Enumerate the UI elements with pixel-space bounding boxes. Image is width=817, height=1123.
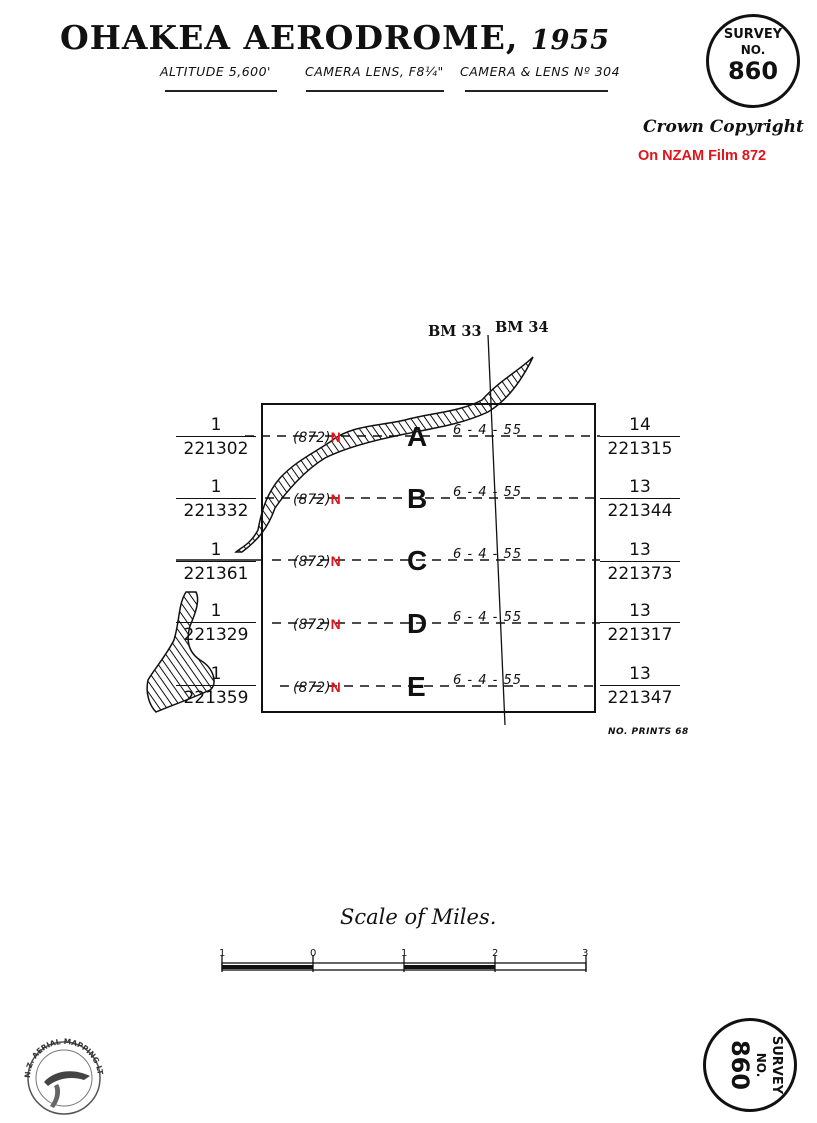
- run-row-d: (872)N D 6 - 4 - 55: [263, 608, 594, 639]
- run-date: 6 - 4 - 55: [453, 610, 522, 625]
- film-prefix: (872): [293, 492, 331, 508]
- film-prefix: (872): [293, 554, 331, 570]
- run-letter: D: [407, 608, 428, 639]
- frame-number: 221315: [607, 439, 673, 459]
- survey-badge-label: SURVEY: [769, 1035, 784, 1095]
- map-title: OHAKEA AERODROME, 1955: [60, 18, 610, 57]
- frame-count: 13: [600, 601, 680, 623]
- map-title-comma: ,: [505, 18, 519, 57]
- frame-number: 221361: [183, 564, 249, 584]
- benchmark-right: BM 34: [495, 319, 549, 336]
- frame-number: 221359: [183, 688, 249, 708]
- frame-number: 221347: [607, 688, 673, 708]
- run-letter: B: [407, 483, 428, 514]
- film-marker: N: [330, 429, 341, 445]
- film-label: (872)N: [293, 491, 341, 508]
- frame-number: 221373: [607, 564, 673, 584]
- run-letter: E: [407, 671, 426, 702]
- scale-bar: [221, 955, 587, 972]
- survey-badge-label: SURVEY: [723, 27, 783, 42]
- frame-number: 221317: [607, 625, 673, 645]
- survey-badge-number: 860: [726, 1039, 754, 1091]
- film-label: (872)N: [293, 429, 341, 446]
- survey-badge-bottom: SURVEY NO. 860: [703, 1018, 797, 1112]
- film-label: (872)N: [293, 553, 341, 570]
- benchmark-left: BM 33: [428, 323, 482, 340]
- frame-number: 221302: [183, 439, 249, 459]
- run-date: 6 - 4 - 55: [453, 547, 522, 562]
- prints-count: NO. PRINTS 68: [608, 727, 689, 737]
- run-date: 6 - 4 - 55: [453, 423, 522, 438]
- run-date: 6 - 4 - 55: [453, 485, 522, 500]
- map-title-year: 1955: [530, 25, 611, 56]
- film-note: On NZAM Film 872: [638, 148, 767, 164]
- scale-label: 0: [310, 948, 317, 959]
- scale-label: 1: [219, 948, 226, 959]
- film-marker: N: [330, 679, 341, 695]
- coastline-hatch: [234, 356, 534, 553]
- lens-underline: [306, 90, 444, 92]
- shore-hatch: [146, 591, 215, 713]
- survey-badge-number: 860: [727, 57, 779, 85]
- aerial-mapping-logo: N.Z. AERIAL MAPPING LTD: [14, 1030, 105, 1115]
- run-letter: C: [407, 545, 428, 576]
- frame-count: 13: [600, 540, 680, 562]
- film-marker: N: [330, 491, 341, 507]
- flight-lines: [245, 435, 600, 687]
- frame-count: 1: [176, 664, 256, 686]
- camera-underline: [465, 90, 608, 92]
- run-date: 6 - 4 - 55: [453, 673, 522, 688]
- frame-number: 221344: [607, 501, 673, 521]
- frame-count: 13: [600, 477, 680, 499]
- frame-count: 1: [176, 415, 256, 437]
- scale-label: 2: [492, 948, 499, 959]
- film-prefix: (872): [293, 680, 331, 696]
- coverage-box: (872)N A 6 - 4 - 55 (872)N B 6 - 4 - 55 …: [261, 403, 596, 713]
- film-label: (872)N: [293, 616, 341, 633]
- camera-label: CAMERA & LENS Nº 304: [460, 64, 621, 79]
- run-row-a: (872)N A 6 - 4 - 55: [263, 421, 594, 452]
- frame-count: 1: [176, 477, 256, 499]
- run-row-e: (872)N E 6 - 4 - 55: [263, 671, 594, 702]
- run-row-b: (872)N B 6 - 4 - 55: [263, 483, 594, 514]
- scale-title: Scale of Miles.: [340, 905, 497, 929]
- film-label: (872)N: [293, 679, 341, 696]
- frame-count: 14: [600, 415, 680, 437]
- frame-count: 1: [176, 540, 256, 562]
- run-letter: A: [407, 421, 428, 452]
- map-title-main: OHAKEA AERODROME: [60, 18, 506, 57]
- lens-label: CAMERA LENS, F8¼": [305, 64, 444, 79]
- survey-badge-no: NO.: [754, 1052, 768, 1078]
- scale-label: 1: [401, 948, 408, 959]
- frame-count: 1: [176, 601, 256, 623]
- altitude-label: ALTITUDE 5,600': [160, 64, 271, 79]
- frame-count: 13: [600, 664, 680, 686]
- altitude-underline: [165, 90, 277, 92]
- frame-number: 221329: [183, 625, 249, 645]
- film-prefix: (872): [293, 617, 331, 633]
- run-row-c: (872)N C 6 - 4 - 55: [263, 545, 594, 576]
- crown-copyright: Crown Copyright: [643, 117, 804, 137]
- film-marker: N: [330, 553, 341, 569]
- scale-label: 3: [582, 948, 589, 959]
- film-marker: N: [330, 616, 341, 632]
- survey-badge-top: SURVEY NO. 860: [706, 14, 800, 108]
- film-prefix: (872): [293, 430, 331, 446]
- frame-number: 221332: [183, 501, 249, 521]
- survey-badge-no: NO.: [740, 43, 766, 57]
